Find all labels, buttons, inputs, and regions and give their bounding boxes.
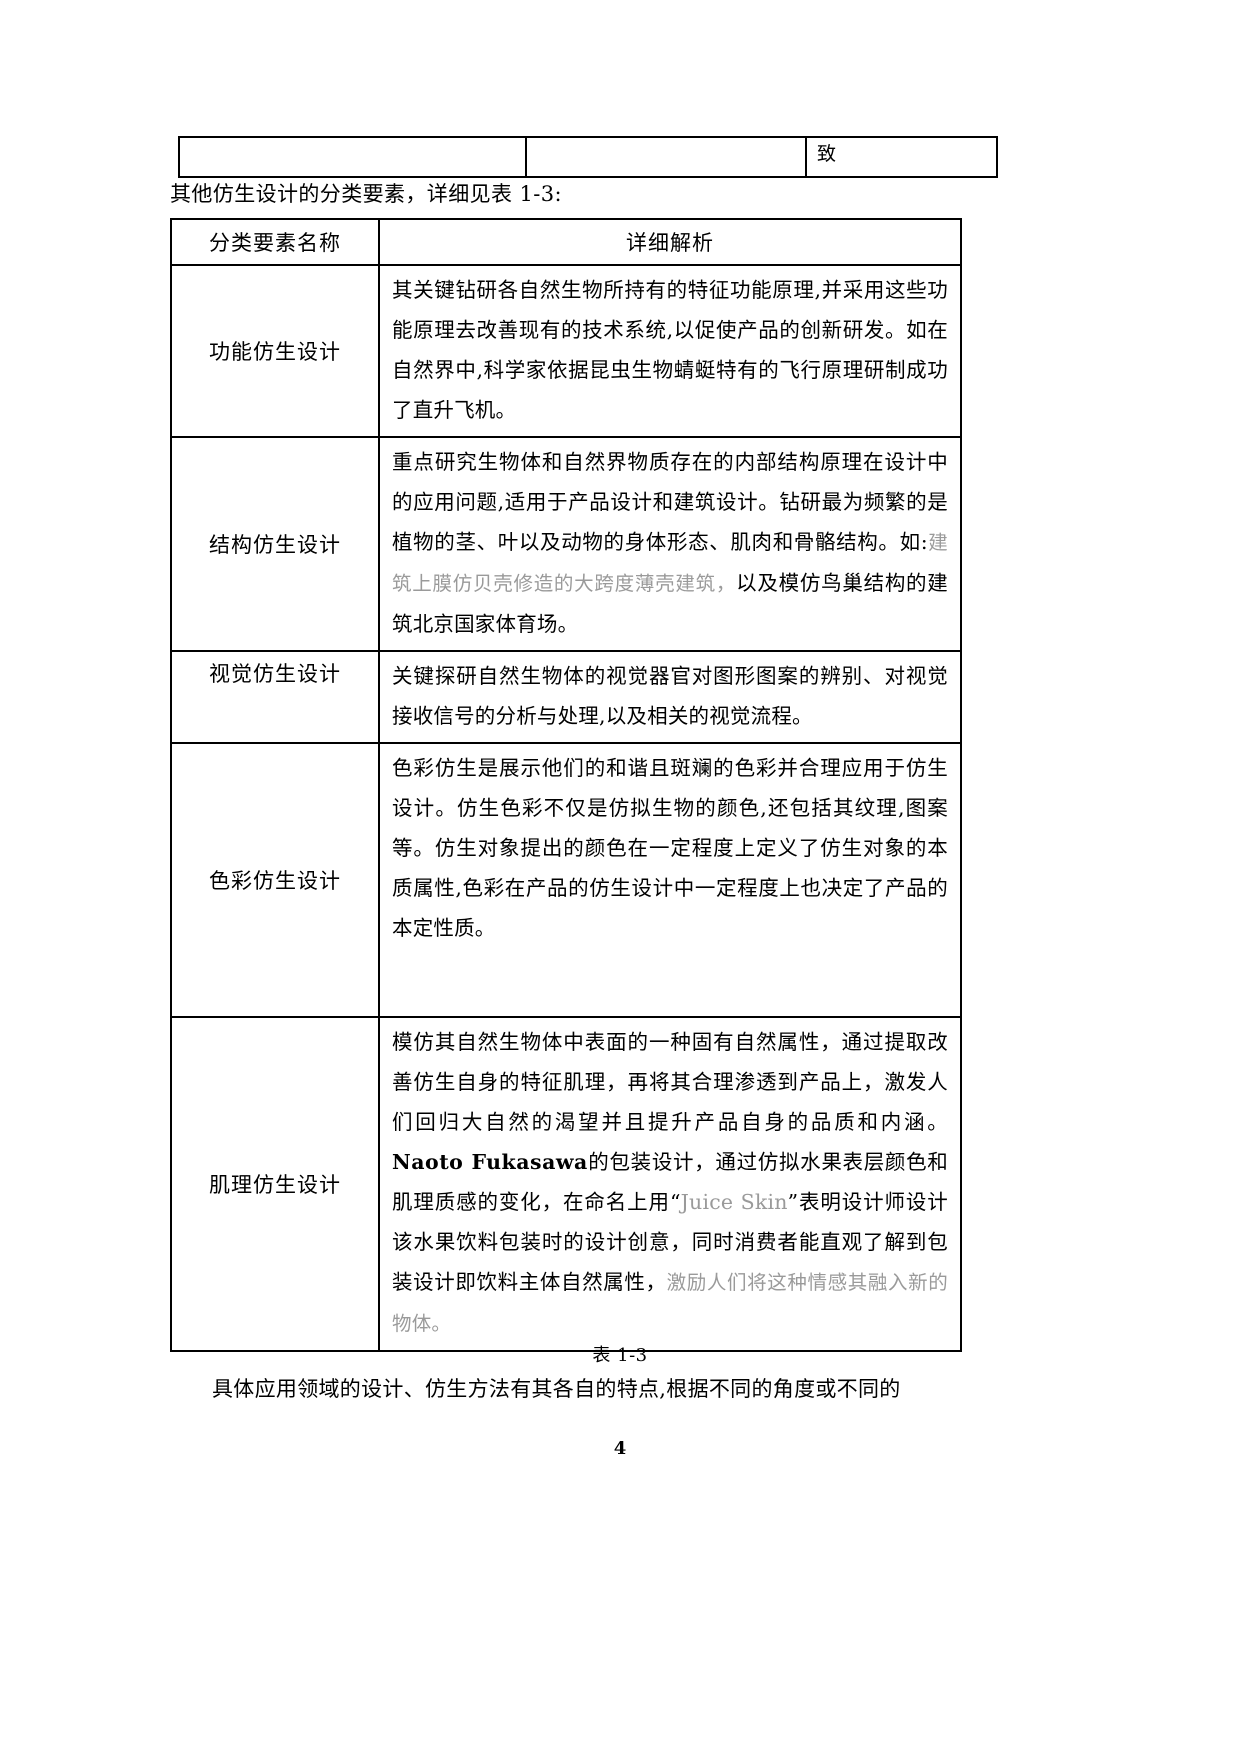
table-row: 致 bbox=[178, 136, 998, 178]
table-row: 视觉仿生设计 关键探研自然生物体的视觉器官对图形图案的辨别、对视觉接收信号的分析… bbox=[170, 650, 962, 744]
column-header-name: 分类要素名称 bbox=[170, 218, 380, 266]
designer-name: Naoto Fukasawa bbox=[392, 1150, 588, 1174]
row-description-functional: 其关键钻研各自然生物所持有的特征功能原理,并采用这些功能原理去改善现有的技术系统… bbox=[378, 264, 962, 438]
page-number: 4 bbox=[613, 1438, 627, 1459]
row-description-color: 色彩仿生是展示他们的和谐且斑斓的色彩并合理应用于仿生设计。仿生色彩不仅是仿拟生物… bbox=[378, 742, 962, 1018]
row-description-structural: 重点研究生物体和自然界物质存在的内部结构原理在设计中的应用问题,适用于产品设计和… bbox=[378, 436, 962, 652]
texture-faint-run: 激励人们将这种情感其融入新的物体。 bbox=[392, 1271, 948, 1335]
description-tail-run: 以及模仿鸟巢结构的建筑北京国家体育场。 bbox=[392, 571, 949, 636]
description-faint-run: 建筑上膜仿贝壳修造的大跨度薄壳建筑， bbox=[392, 531, 948, 595]
row-description-visual: 关键探研自然生物体的视觉器官对图形图案的辨别、对视觉接收信号的分析与处理,以及相… bbox=[378, 650, 962, 744]
fragment-cell-3: 致 bbox=[805, 136, 998, 178]
description-text: 色彩仿生是展示他们的和谐且斑斓的色彩并合理应用于仿生设计。仿生色彩不仅是仿拟生物… bbox=[392, 756, 948, 940]
row-label-texture: 肌理仿生设计 bbox=[170, 1016, 380, 1352]
description-text: 其关键钻研各自然生物所持有的特征功能原理,并采用这些功能原理去改善现有的技术系统… bbox=[392, 278, 948, 422]
description-text: 模仿其自然生物体中表面的一种固有自然属性，通过提取改善仿生自身的特征肌理，再将其… bbox=[392, 1022, 948, 1344]
description-main-run: 重点研究生物体和自然界物质存在的内部结构原理在设计中的应用问题,适用于产品设计和… bbox=[392, 450, 948, 554]
column-header-description: 详细解析 bbox=[378, 218, 962, 266]
intro-line: 其他仿生设计的分类要素，详细见表 1-3: bbox=[170, 182, 562, 206]
closing-paragraph: 具体应用领域的设计、仿生方法有其各自的特点,根据不同的角度或不同的 bbox=[212, 1377, 901, 1401]
table-row: 功能仿生设计 其关键钻研各自然生物所持有的特征功能原理,并采用这些功能原理去改善… bbox=[170, 264, 962, 438]
table-row: 结构仿生设计 重点研究生物体和自然界物质存在的内部结构原理在设计中的应用问题,适… bbox=[170, 436, 962, 652]
table-row: 色彩仿生设计 色彩仿生是展示他们的和谐且斑斓的色彩并合理应用于仿生设计。仿生色彩… bbox=[170, 742, 962, 1018]
description-text: 重点研究生物体和自然界物质存在的内部结构原理在设计中的应用问题,适用于产品设计和… bbox=[392, 442, 948, 644]
fragment-cell-1 bbox=[178, 136, 527, 178]
fragment-cell-2 bbox=[525, 136, 807, 178]
table-row: 肌理仿生设计 模仿其自然生物体中表面的一种固有自然属性，通过提取改善仿生自身的特… bbox=[170, 1016, 962, 1352]
row-description-texture: 模仿其自然生物体中表面的一种固有自然属性，通过提取改善仿生自身的特征肌理，再将其… bbox=[378, 1016, 962, 1352]
row-label-visual: 视觉仿生设计 bbox=[170, 650, 380, 744]
row-label-color: 色彩仿生设计 bbox=[170, 742, 380, 1018]
classification-table: 分类要素名称 详细解析 功能仿生设计 其关键钻研各自然生物所持有的特征功能原理,… bbox=[170, 218, 962, 1352]
texture-run-1: 模仿其自然生物体中表面的一种固有自然属性，通过提取改善仿生自身的特征肌理，再将其… bbox=[392, 1030, 948, 1134]
description-text: 关键探研自然生物体的视觉器官对图形图案的辨别、对视觉接收信号的分析与处理,以及相… bbox=[392, 664, 948, 728]
table-caption: 表 1-3 bbox=[592, 1345, 648, 1366]
product-name-quote: Juice Skin bbox=[680, 1190, 788, 1214]
texture-run-2: 的包装设计，通过仿拟水果表层颜色和肌理质感的变化，在命名上用“ bbox=[392, 1150, 948, 1214]
row-label-structural: 结构仿生设计 bbox=[170, 436, 380, 652]
texture-run-3: ”表明设计师设计该水果饮料包装时的设计创意，同时消费者能直观了解到包装设计即饮料… bbox=[392, 1190, 948, 1294]
row-label-functional: 功能仿生设计 bbox=[170, 264, 380, 438]
fragment-table: 致 bbox=[178, 136, 998, 178]
table-header-row: 分类要素名称 详细解析 bbox=[170, 218, 962, 266]
